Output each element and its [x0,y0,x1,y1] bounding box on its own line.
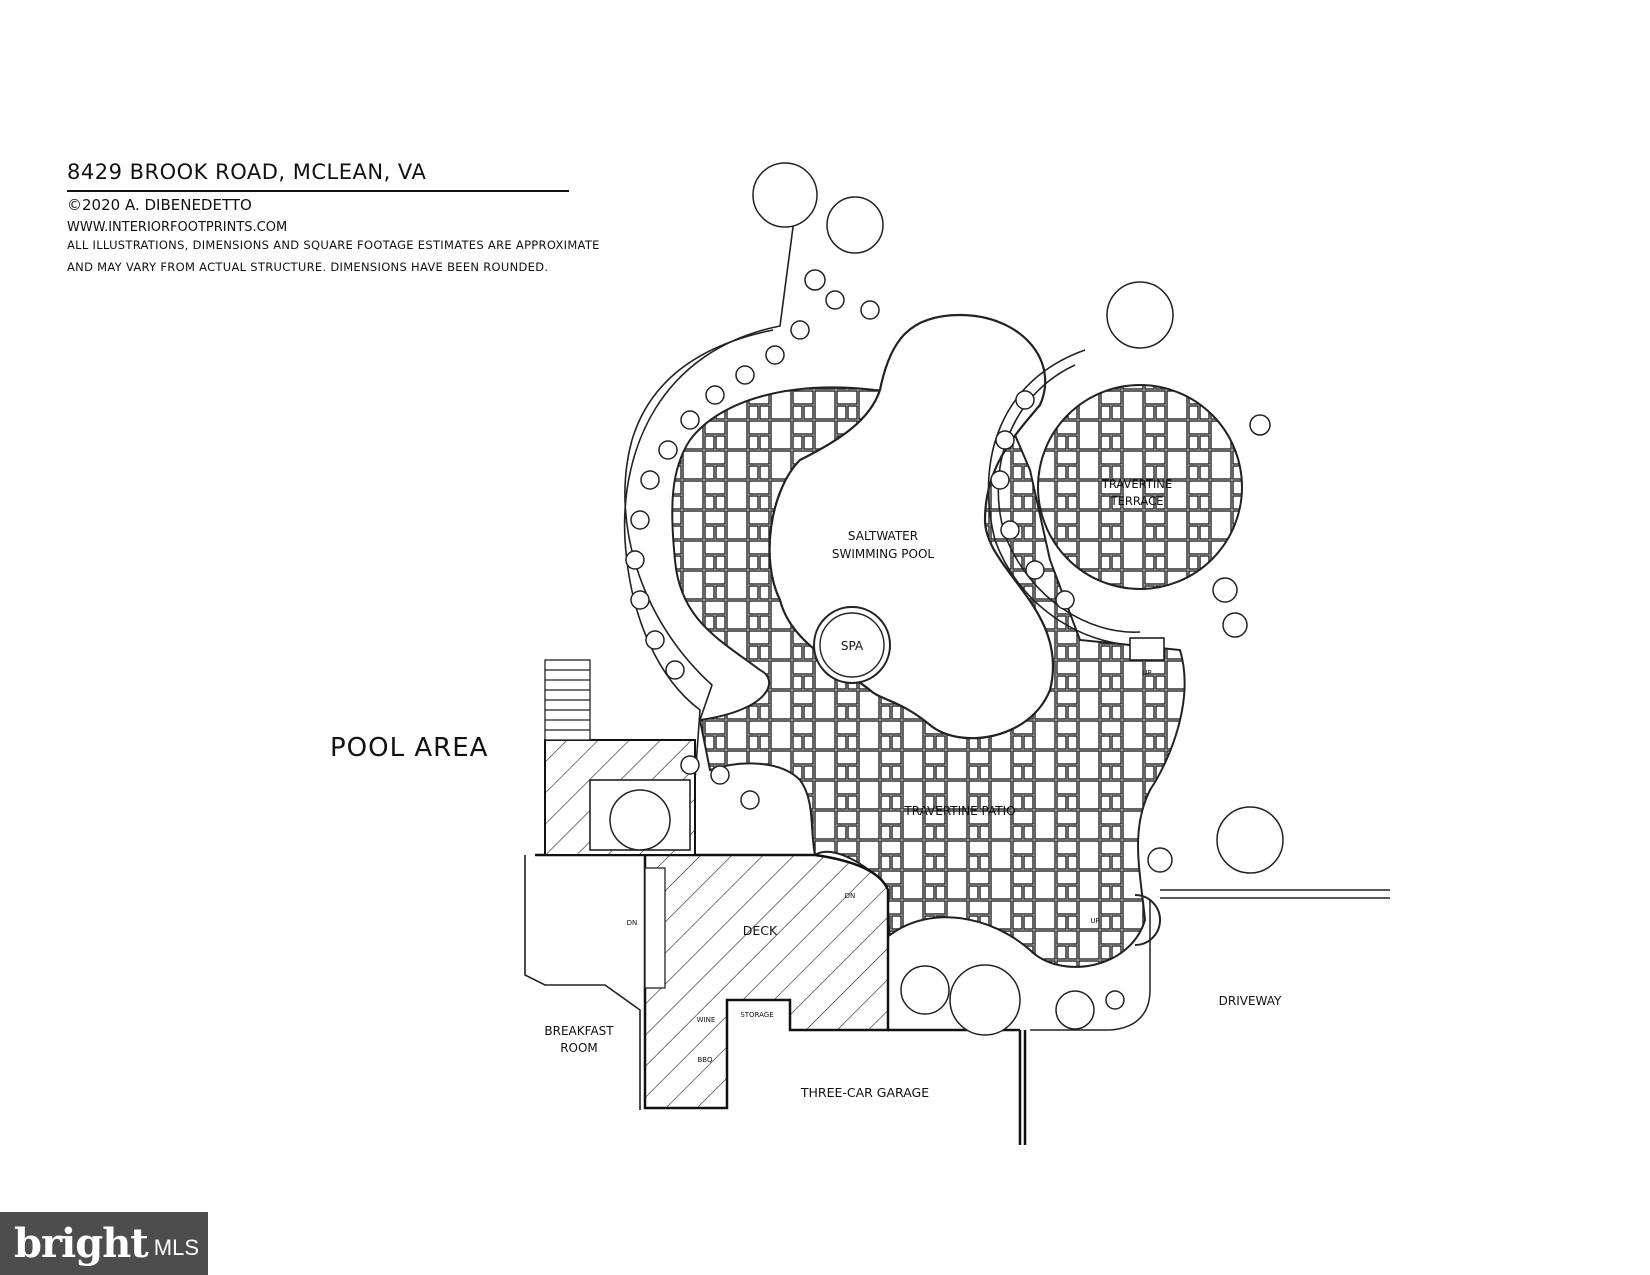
property-address: 8429 BROOK ROAD, MCLEAN, VA [67,160,427,184]
disclaimer-line-2: AND MAY VARY FROM ACTUAL STRUCTURE. DIME… [67,260,549,274]
patio-step [1134,894,1161,946]
terrace-step [1129,637,1165,661]
driveway-edge [1030,889,1390,1031]
breakfast-room-wall [524,855,641,1110]
driveway-label: DRIVEWAY [1219,994,1282,1008]
pool-label-1: SALTWATER [848,529,918,543]
deck-label: DECK [743,923,778,938]
breakfast-label-2: ROOM [560,1041,598,1055]
watermark-suffix: MLS [153,1234,200,1260]
header-rule [67,190,569,192]
terrace-label-2: TERRACE [1110,494,1164,508]
travertine-terrace [1037,384,1243,590]
bbq-label: BBQ [697,1056,713,1064]
storage-label: STORAGE [740,1011,773,1019]
terrace-up-label: UP [1142,669,1151,677]
terrace-label-1: TRAVERTINE [1101,477,1172,491]
plan-title: POOL AREA [330,733,489,763]
deck-stairs [544,659,666,989]
shrubs [609,162,1284,1036]
wine-label: WINE [697,1016,716,1024]
spa-label: SPA [841,639,864,653]
plan-labels: SALTWATER SWIMMING POOL SPA TRAVERTINE T… [544,477,1282,1100]
website-text: WWW.INTERIORFOOTPRINTS.COM [67,220,288,235]
pool-label-2: SWIMMING POOL [832,547,934,561]
stair-dn-label: DN [627,919,638,927]
patio-label: TRAVERTINE PATIO [903,804,1015,818]
patio-up-label: UP [1090,917,1099,925]
bright-mls-watermark: bright MLS [0,1212,208,1275]
watermark-logo: bright [14,1220,149,1267]
breakfast-label-1: BREAKFAST [544,1024,614,1038]
disclaimer-line-1: ALL ILLUSTRATIONS, DIMENSIONS AND SQUARE… [67,238,600,252]
deck [535,853,890,1110]
deck-dn-label: DN [845,892,856,900]
copyright-text: ©2020 A. DIBENEDETTO [67,196,252,214]
garage-label: THREE-CAR GARAGE [800,1085,929,1100]
spa-inner [819,612,885,678]
